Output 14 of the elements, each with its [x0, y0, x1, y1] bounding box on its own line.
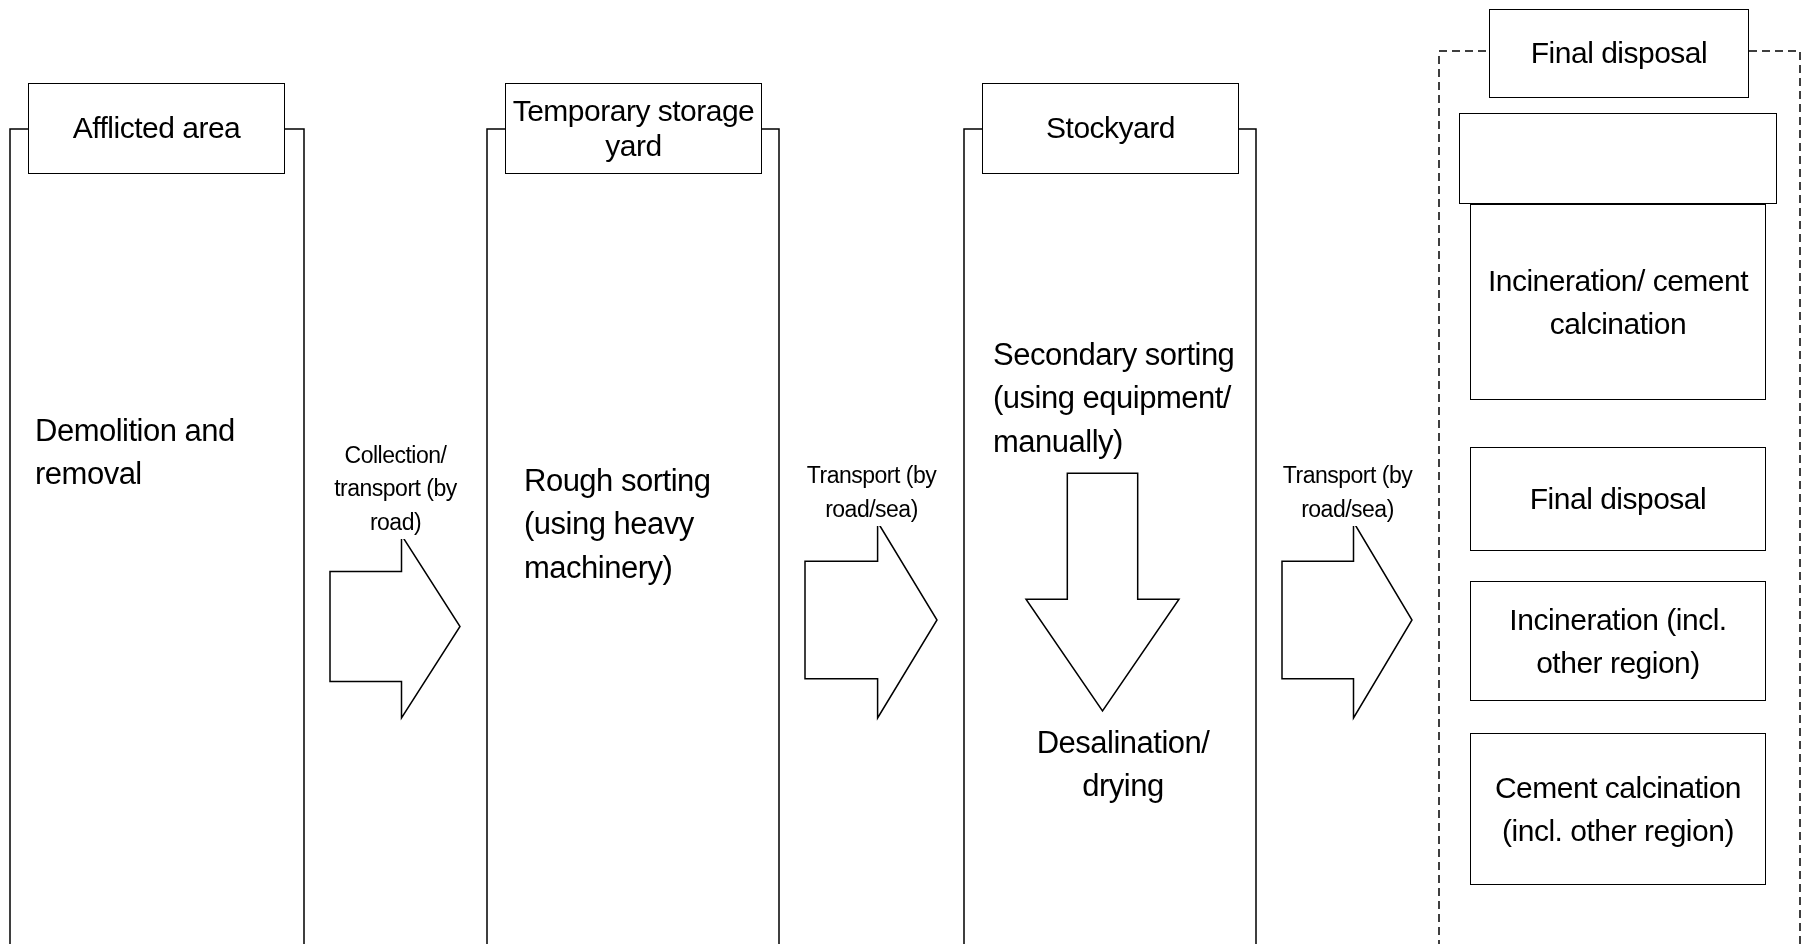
process-box: Incineration (incl. other region) — [1470, 581, 1766, 701]
process-box: Cement calcination (incl. other region) — [1470, 733, 1766, 885]
step-text: Desalination/ drying — [1013, 721, 1233, 808]
stage-description: Demolition and removal — [35, 412, 236, 494]
stage-heading: Stockyard — [982, 83, 1239, 174]
stage-heading: Final disposal — [1489, 9, 1749, 98]
process-box: Incineration/ cement calcination — [1470, 204, 1766, 400]
process-box: Final disposal — [1470, 447, 1766, 551]
stage-heading: Afflicted area — [28, 83, 285, 174]
step-text: Secondary sorting (using equipment/ manually) — [993, 333, 1243, 464]
block-arrow — [1024, 472, 1181, 713]
stage-heading: Temporary storage yard — [505, 83, 762, 174]
header-box — [1459, 113, 1777, 204]
stage-description: Rough sorting (using heavy machinery) — [524, 462, 712, 587]
